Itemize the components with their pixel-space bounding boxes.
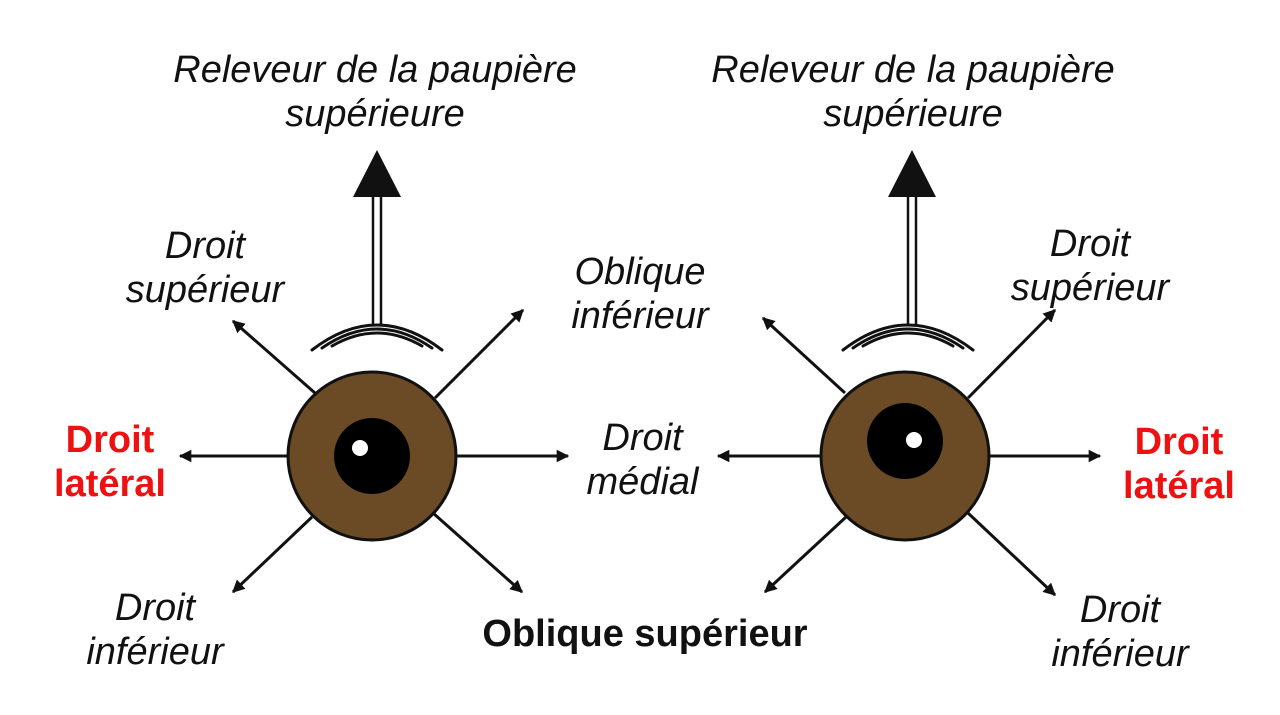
right-eyelid-arcs bbox=[841, 323, 975, 352]
left-droit-medial-label: Droit médial bbox=[560, 416, 725, 504]
left-droit-superieur-line2: supérieur bbox=[125, 269, 285, 311]
right-eye-group bbox=[716, 150, 1102, 597]
left-droit-medial-line1: Droit bbox=[602, 417, 683, 459]
right-droit-inferieur-label: Droit inférieur bbox=[1030, 588, 1210, 676]
left-droit-inferieur-line1: Droit bbox=[114, 587, 196, 629]
right-droit-lateral-line1: Droit bbox=[1134, 421, 1224, 463]
right-pupil bbox=[867, 403, 943, 479]
right-highlight bbox=[906, 432, 922, 448]
left-inferior-oblique-arrow bbox=[433, 308, 525, 400]
left-droit-medial-line2: médial bbox=[586, 461, 699, 503]
left-eyelid-arcs bbox=[310, 323, 444, 352]
left-inferior-rectus-arrow bbox=[231, 515, 314, 594]
right-inferior-oblique-arrow bbox=[761, 316, 847, 395]
left-droit-inferieur-line2: inférieur bbox=[86, 631, 224, 673]
left-highlight bbox=[352, 440, 368, 456]
left-droit-lateral-line1: Droit bbox=[65, 419, 155, 461]
left-oblique-inferieur-label: Oblique inférieur bbox=[540, 250, 740, 338]
right-releveur-line2: supérieure bbox=[823, 93, 1003, 135]
right-droit-superieur-line1: Droit bbox=[1049, 223, 1131, 265]
left-oblique-inferieur-line1: Oblique bbox=[574, 251, 706, 293]
right-levator-arrow bbox=[888, 150, 936, 325]
left-releveur-label: Releveur de la paupière supérieure bbox=[120, 48, 630, 136]
left-superior-rectus-arrow bbox=[232, 319, 316, 395]
left-droit-inferieur-label: Droit inférieur bbox=[60, 586, 250, 674]
oblique-superieur-text: Oblique supérieur bbox=[482, 613, 808, 655]
right-releveur-label: Releveur de la paupière supérieure bbox=[658, 48, 1168, 136]
left-releveur-line2: supérieure bbox=[285, 93, 465, 135]
left-eye-group bbox=[178, 150, 570, 594]
right-releveur-line1: Releveur de la paupière bbox=[711, 49, 1115, 91]
right-droit-lateral-line2: latéral bbox=[1123, 465, 1235, 507]
left-releveur-line1: Releveur de la paupière bbox=[173, 49, 577, 91]
right-droit-lateral-label: Droit latéral bbox=[1104, 420, 1254, 508]
right-superior-oblique-arrow bbox=[763, 515, 848, 594]
right-superior-rectus-arrow bbox=[966, 308, 1057, 400]
oblique-superieur-label: Oblique supérieur bbox=[440, 612, 850, 656]
right-droit-superieur-label: Droit supérieur bbox=[980, 222, 1200, 310]
left-droit-lateral-line2: latéral bbox=[54, 463, 166, 505]
left-droit-superieur-label: Droit supérieur bbox=[95, 224, 315, 312]
left-pupil bbox=[334, 418, 410, 494]
left-droit-lateral-label: Droit latéral bbox=[40, 418, 180, 506]
right-droit-superieur-line2: supérieur bbox=[1010, 267, 1170, 309]
right-droit-inferieur-line2: inférieur bbox=[1051, 633, 1189, 675]
right-droit-inferieur-line1: Droit bbox=[1079, 589, 1161, 631]
left-superior-oblique-arrow bbox=[432, 511, 523, 594]
right-inferior-rectus-arrow bbox=[966, 511, 1057, 597]
left-droit-superieur-line1: Droit bbox=[164, 225, 246, 267]
left-levator-arrow bbox=[353, 150, 401, 325]
left-oblique-inferieur-line2: inférieur bbox=[571, 295, 709, 337]
